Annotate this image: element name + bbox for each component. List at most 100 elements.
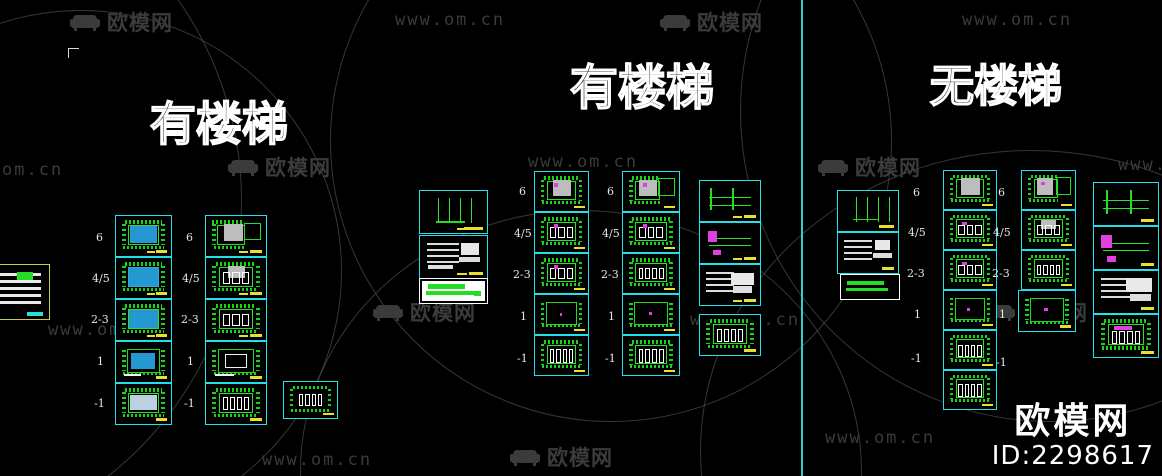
watermark-url: www.om.cn	[825, 428, 936, 448]
floor-4-5-plan[interactable]	[1021, 210, 1076, 250]
floor-label: 1	[97, 355, 104, 368]
floor-minus-1-alt-plan[interactable]	[943, 370, 997, 410]
watermark-url: www.om.cn	[528, 152, 639, 172]
floor-1-plan[interactable]	[205, 341, 267, 383]
sheet-content	[1021, 293, 1073, 329]
floor-label: 2-3	[181, 313, 199, 326]
section-title-right: 无楼梯	[929, 60, 1063, 113]
floor-minus-1-plan[interactable]	[205, 383, 267, 425]
floor-6-plan[interactable]	[943, 170, 997, 210]
basement-plan-sheet[interactable]	[699, 314, 761, 356]
floor-2-3-plan[interactable]	[205, 299, 267, 341]
section-detail-sheet[interactable]	[837, 190, 899, 232]
sheet-content	[0, 267, 47, 317]
floor-minus-1-plan[interactable]	[622, 335, 680, 376]
floor-1-plan[interactable]	[534, 294, 589, 335]
sheet-content	[208, 260, 264, 296]
sheet-content	[1024, 253, 1073, 287]
floor-4-5-plan[interactable]	[534, 212, 589, 253]
schedule-sheet[interactable]	[837, 232, 899, 274]
sheet-content	[208, 302, 264, 338]
door-window-schedule-sheet[interactable]	[1093, 270, 1159, 314]
floor-1-plan[interactable]	[1018, 290, 1076, 332]
floor-4-5-plan[interactable]	[622, 212, 680, 253]
floor-label: 6	[519, 185, 526, 198]
floor-6-plan[interactable]	[115, 215, 172, 257]
legend-strip-sheet[interactable]	[419, 278, 488, 304]
sheet-content	[422, 193, 485, 231]
door-window-schedule-sheet[interactable]	[699, 264, 761, 306]
floor-1-plan[interactable]	[943, 290, 997, 330]
basement-plan-sheet[interactable]	[1093, 314, 1159, 358]
watermark-text: 欧模网	[107, 11, 173, 35]
sheet-content	[625, 215, 677, 250]
section-detail-sheet[interactable]	[419, 190, 488, 234]
riser-diagram-sheet[interactable]	[1093, 182, 1159, 226]
floor-2-3-plan[interactable]	[534, 253, 589, 294]
legend-strip-sheet[interactable]	[840, 274, 900, 300]
floor-6-plan[interactable]	[534, 171, 589, 212]
sheet-content	[843, 277, 897, 297]
floor-4-5-plan[interactable]	[115, 257, 172, 299]
sheet-content	[946, 373, 994, 407]
sheet-content	[208, 386, 264, 422]
floor-minus-1-plan[interactable]	[943, 330, 997, 370]
floor-2-3-plan[interactable]	[943, 250, 997, 290]
watermark-url: www.om.cn	[395, 10, 506, 30]
floor-2-3-plan[interactable]	[115, 299, 172, 341]
sheet-content	[118, 386, 169, 422]
watermark-text: 欧模网	[855, 156, 921, 180]
floor-label: 2-3	[601, 268, 619, 281]
sofa-icon	[510, 448, 540, 466]
floor-label: 4/5	[908, 226, 926, 239]
sheet-content	[946, 213, 994, 247]
sheet-content	[946, 253, 994, 287]
sheet-content	[286, 384, 335, 416]
floor-1-plan[interactable]	[115, 341, 172, 383]
floor-6-plan[interactable]	[1021, 170, 1076, 210]
floor-2-3-plan[interactable]	[1021, 250, 1076, 290]
sheet-content	[537, 215, 586, 250]
floor-minus-1-plan[interactable]	[115, 383, 172, 425]
sheet-content	[118, 344, 169, 380]
sofa-icon	[228, 158, 258, 176]
floor-label: 4/5	[92, 272, 110, 285]
floor-6-plan[interactable]	[622, 171, 680, 212]
schedule-sheet[interactable]	[419, 235, 488, 279]
floor-label: 6	[607, 185, 614, 198]
floor-2-3-plan[interactable]	[622, 253, 680, 294]
partial-schedule-sheet[interactable]	[0, 264, 50, 320]
floor-label: 1	[914, 308, 921, 321]
basement-detail-sheet[interactable]	[283, 381, 338, 419]
sheet-content	[118, 218, 169, 254]
watermark-text: 欧模网	[697, 11, 763, 35]
floor-1-plan[interactable]	[622, 294, 680, 335]
sheet-content	[625, 256, 677, 291]
sheet-content	[118, 302, 169, 338]
watermark-url: www.om.cn	[262, 450, 373, 470]
sheet-content	[118, 260, 169, 296]
floor-4-5-plan[interactable]	[943, 210, 997, 250]
sheet-content	[625, 297, 677, 332]
riser-diagram-sheet[interactable]	[699, 180, 761, 222]
floor-label: 6	[998, 186, 1005, 199]
floor-label: 1	[999, 308, 1006, 321]
floor-minus-1-plan[interactable]	[534, 335, 589, 376]
floor-6-plan[interactable]	[205, 215, 267, 257]
floor-label: 2-3	[992, 267, 1010, 280]
sheet-content	[208, 218, 264, 254]
system-diagram-sheet[interactable]	[699, 222, 761, 264]
system-diagram-sheet[interactable]	[1093, 226, 1159, 270]
watermark-brand: 欧模网	[510, 442, 613, 472]
sheet-content	[702, 183, 758, 219]
floor-label: 1	[520, 310, 527, 323]
sheet-content	[702, 267, 758, 303]
floor-4-5-plan[interactable]	[205, 257, 267, 299]
watermark-url: www.	[1118, 155, 1162, 175]
sheet-content	[1096, 273, 1156, 311]
sheet-content	[702, 317, 758, 353]
sofa-icon	[373, 303, 403, 321]
sheet-content	[537, 174, 586, 209]
watermark-url: www.om.cn	[962, 10, 1073, 30]
